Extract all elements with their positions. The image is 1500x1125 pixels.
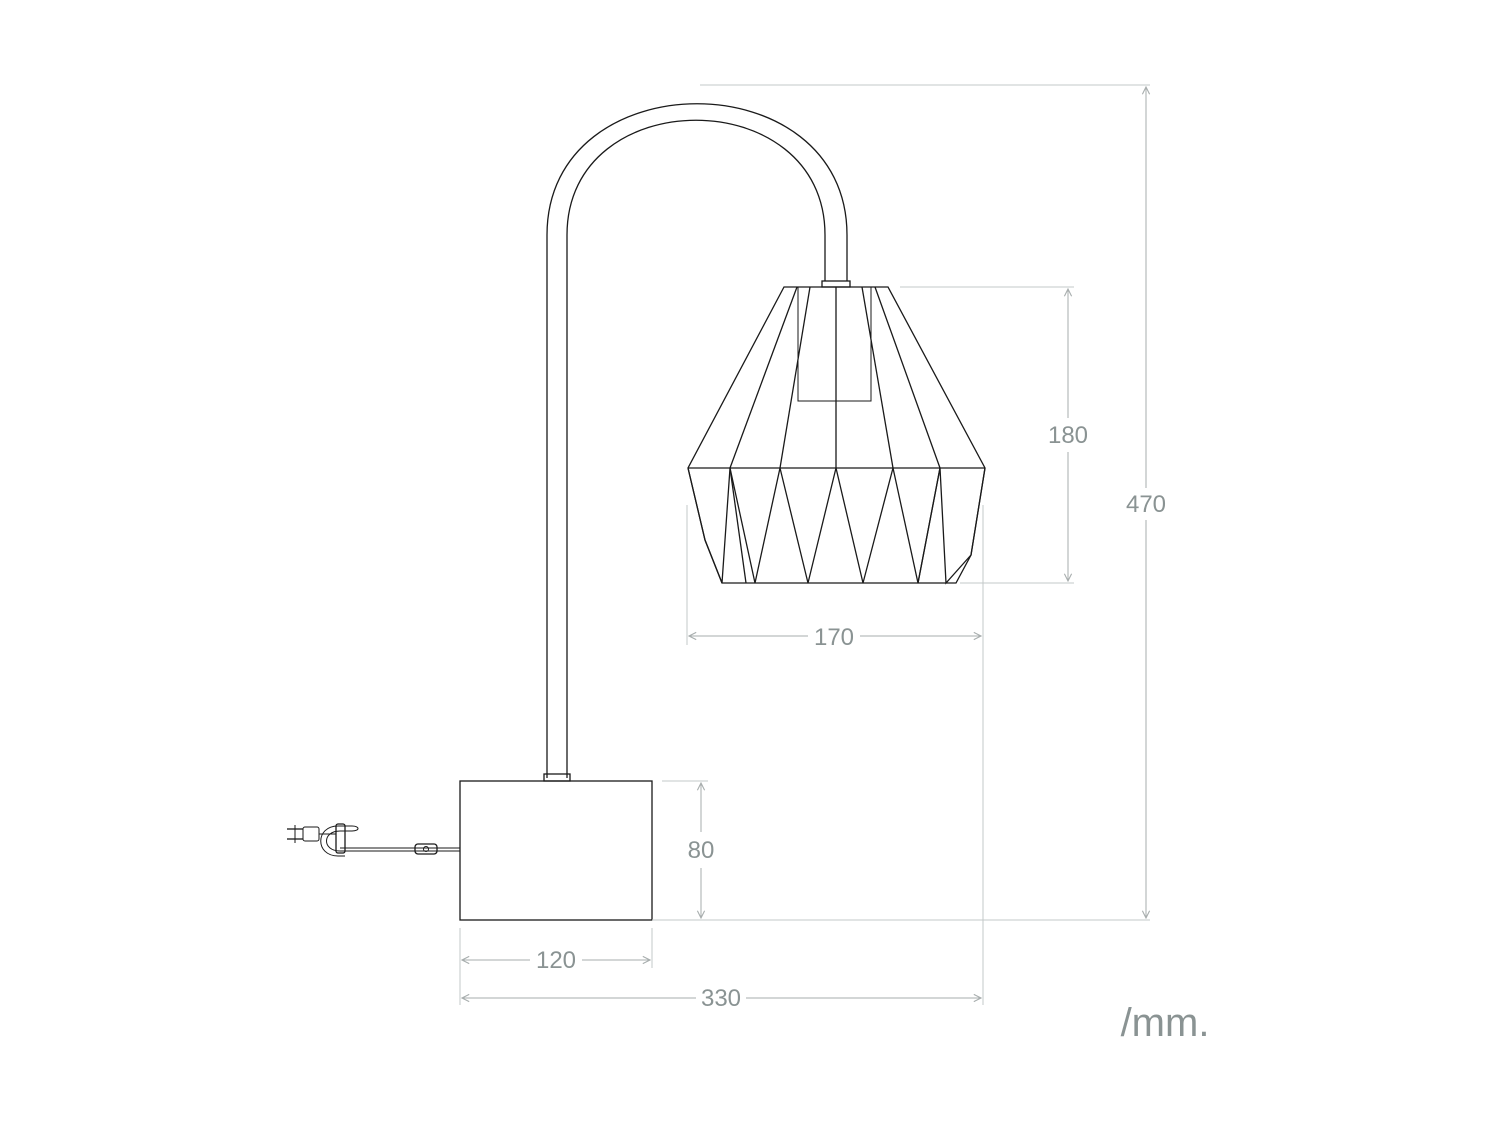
lamp-arm <box>546 103 848 778</box>
bulb-socket <box>797 286 872 402</box>
lamp-outline <box>287 103 986 921</box>
lamp-base <box>459 780 653 921</box>
label-total-width: 330 <box>701 985 741 1012</box>
unit-label: /mm. <box>1121 1001 1210 1045</box>
inline-switch <box>414 843 438 855</box>
dimension-lines <box>462 87 1146 998</box>
label-shade-width: 170 <box>814 624 854 651</box>
plug-head <box>335 823 346 854</box>
label-shade-height: 180 <box>1048 422 1088 449</box>
arm-collar-top <box>821 280 851 288</box>
plug-cable-loop <box>320 825 359 857</box>
label-total-height: 470 <box>1126 491 1166 518</box>
dimension-labels: 470 180 170 80 120 330 /mm. <box>536 422 1209 1045</box>
power-cable <box>287 823 460 857</box>
label-base-width: 120 <box>536 947 576 974</box>
arm-collar-bottom <box>543 773 571 782</box>
lamp-shade <box>687 286 986 585</box>
extension-lines <box>459 84 1150 1005</box>
label-base-height: 80 <box>688 837 715 864</box>
